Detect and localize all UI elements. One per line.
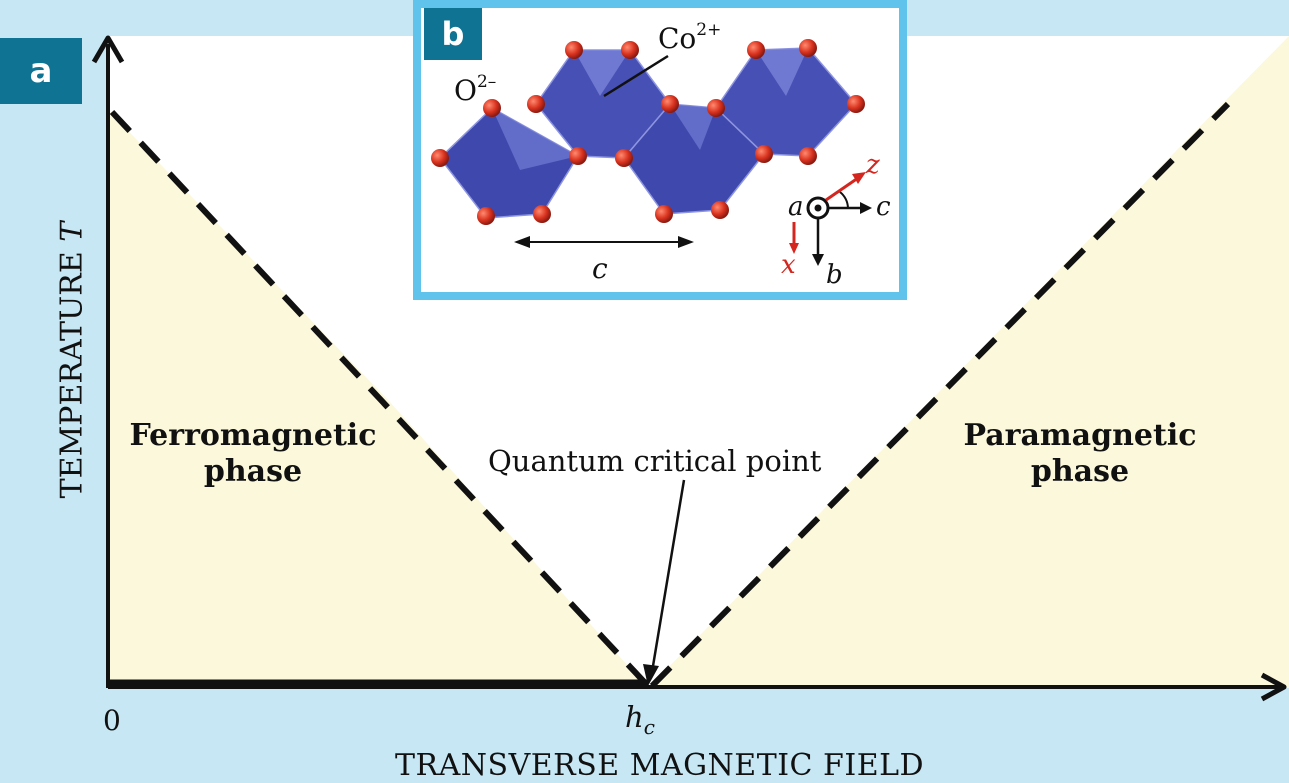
ferro-boundary-line — [109, 109, 651, 689]
para-boundary-line — [649, 101, 1231, 689]
oxygen-label-base: O — [454, 74, 477, 107]
cobalt-label-base: Co — [658, 22, 697, 55]
axis-a-label: a — [788, 192, 804, 222]
oxygen-atom — [655, 205, 673, 223]
oxygen-atom — [431, 149, 449, 167]
ferro-label-line2: phase — [203, 454, 303, 489]
cobalt-pointer — [603, 54, 669, 98]
octahedron-facet — [492, 108, 578, 170]
para-label-line1: Paramagnetic — [963, 418, 1197, 453]
oxygen-atom — [477, 207, 495, 225]
y-axis-arrowhead — [91, 35, 125, 64]
qcp-arrowhead — [643, 664, 659, 686]
axis-z-arrow — [825, 176, 859, 202]
ferromagnetic-phase-label: Ferromagnetic phase — [128, 418, 378, 490]
oxygen-atom — [799, 147, 817, 165]
x-tick-zero: 0 — [103, 704, 121, 737]
oxygen-atom — [707, 99, 725, 117]
ferro-label-line1: Ferromagnetic — [129, 418, 377, 453]
lattice-c-arrowhead-right — [678, 236, 694, 248]
qcp-arrow — [650, 479, 686, 673]
oxygen-atom — [847, 95, 865, 113]
oxygen-atom — [799, 39, 817, 57]
axis-z-label: z — [866, 150, 880, 180]
cobalt-label-charge: 2+ — [696, 20, 722, 40]
lattice-c-arrowhead-left — [514, 236, 530, 248]
octahedron-facet — [670, 104, 716, 150]
x-axis-arrowhead — [1260, 672, 1287, 702]
axis-b-label: b — [826, 260, 843, 290]
oxygen-atom — [615, 149, 633, 167]
oxygen-atom — [621, 41, 639, 59]
axis-x-label: x — [781, 250, 796, 280]
x-tick-critical-field: hc — [625, 700, 655, 739]
oxygen-atom — [747, 41, 765, 59]
axis-z-arrowhead — [852, 172, 866, 184]
para-label-line2: phase — [1030, 454, 1130, 489]
oxygen-atom — [527, 95, 545, 113]
axis-c-label: c — [876, 192, 891, 222]
paramagnetic-phase-label: Paramagnetic phase — [955, 418, 1205, 490]
axis-b-arrowhead — [812, 254, 824, 266]
oxygen-atom — [755, 145, 773, 163]
octahedron — [438, 107, 580, 219]
panel-a-tag: a — [0, 38, 82, 104]
cobalt-ion-label: Co2+ — [658, 20, 721, 55]
quantum-critical-point-label: Quantum critical point — [488, 444, 822, 478]
oxygen-ion-label: O2– — [454, 72, 496, 107]
octahedron-facet — [574, 50, 630, 96]
axis-a-dot — [814, 204, 822, 212]
oxygen-atom — [569, 147, 587, 165]
octahedron-chain — [438, 47, 858, 219]
oxygen-atoms — [431, 39, 865, 225]
axis-x-arrowhead — [789, 243, 799, 254]
x-tick-hc-sub: c — [643, 714, 655, 739]
axis-angle-arc — [839, 191, 849, 209]
oxygen-atom — [483, 99, 501, 117]
x-axis-title: TRANSVERSE MAGNETIC FIELD — [395, 748, 925, 783]
oxygen-atom — [565, 41, 583, 59]
oxygen-atom — [533, 205, 551, 223]
panel-b-tag: b — [424, 8, 482, 60]
oxygen-atom — [661, 95, 679, 113]
oxygen-atom — [711, 201, 729, 219]
axis-c-arrowhead — [860, 202, 872, 214]
oxygen-label-charge: 2– — [476, 72, 497, 92]
x-tick-hc-base: h — [625, 700, 644, 734]
octahedron-facet — [756, 48, 808, 96]
lattice-c-label: c — [592, 252, 608, 285]
